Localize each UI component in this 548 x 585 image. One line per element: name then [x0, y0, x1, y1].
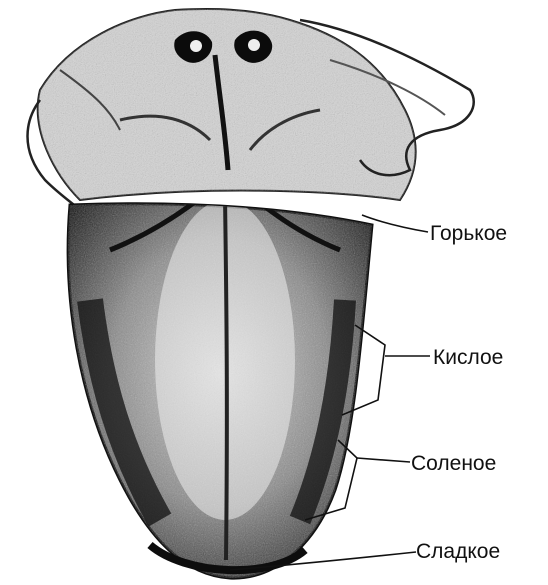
- label-sour: Кислое: [433, 346, 503, 369]
- tongue-body: [40, 175, 400, 585]
- leader-salty: [357, 458, 410, 462]
- label-salty: Соленое: [411, 452, 496, 475]
- tongue-root-region: [28, 9, 474, 210]
- label-bitter: Горькое: [430, 222, 507, 245]
- label-sweet: Сладкое: [416, 540, 500, 563]
